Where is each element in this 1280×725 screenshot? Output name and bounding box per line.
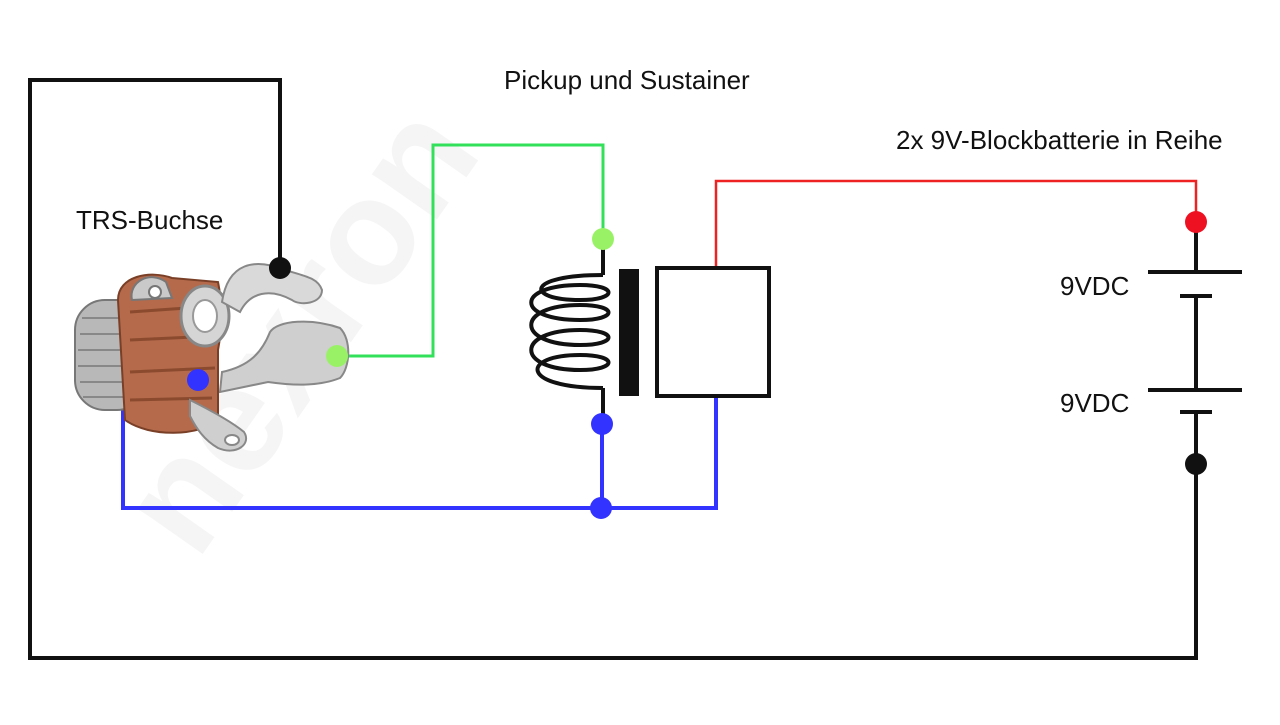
pickup-sustainer-label: Pickup und Sustainer (504, 65, 750, 95)
coil-top-node (592, 228, 614, 250)
battery-2-label: 9VDC (1060, 388, 1129, 418)
sustainer-box (655, 266, 771, 398)
battery-1-label: 9VDC (1060, 271, 1129, 301)
battery-series-label: 2x 9V-Blockbatterie in Reihe (896, 125, 1223, 155)
trs-jack-label: TRS-Buchse (76, 205, 223, 235)
battery-positive-node (1185, 211, 1207, 233)
ground-bus-node (590, 497, 612, 519)
jack-sleeve-node (187, 369, 209, 391)
red-wire (714, 179, 1198, 268)
battery-stack (1148, 222, 1242, 464)
pickup-coil (529, 239, 611, 424)
trs-jack-icon (74, 263, 350, 452)
magnetic-core (619, 269, 639, 396)
black-wire-loop (28, 78, 1198, 660)
coil-bottom-node (591, 413, 613, 435)
battery-negative-node (1185, 453, 1207, 475)
jack-ring-node (326, 345, 348, 367)
jack-tip-node (269, 257, 291, 279)
green-wire (337, 143, 605, 358)
